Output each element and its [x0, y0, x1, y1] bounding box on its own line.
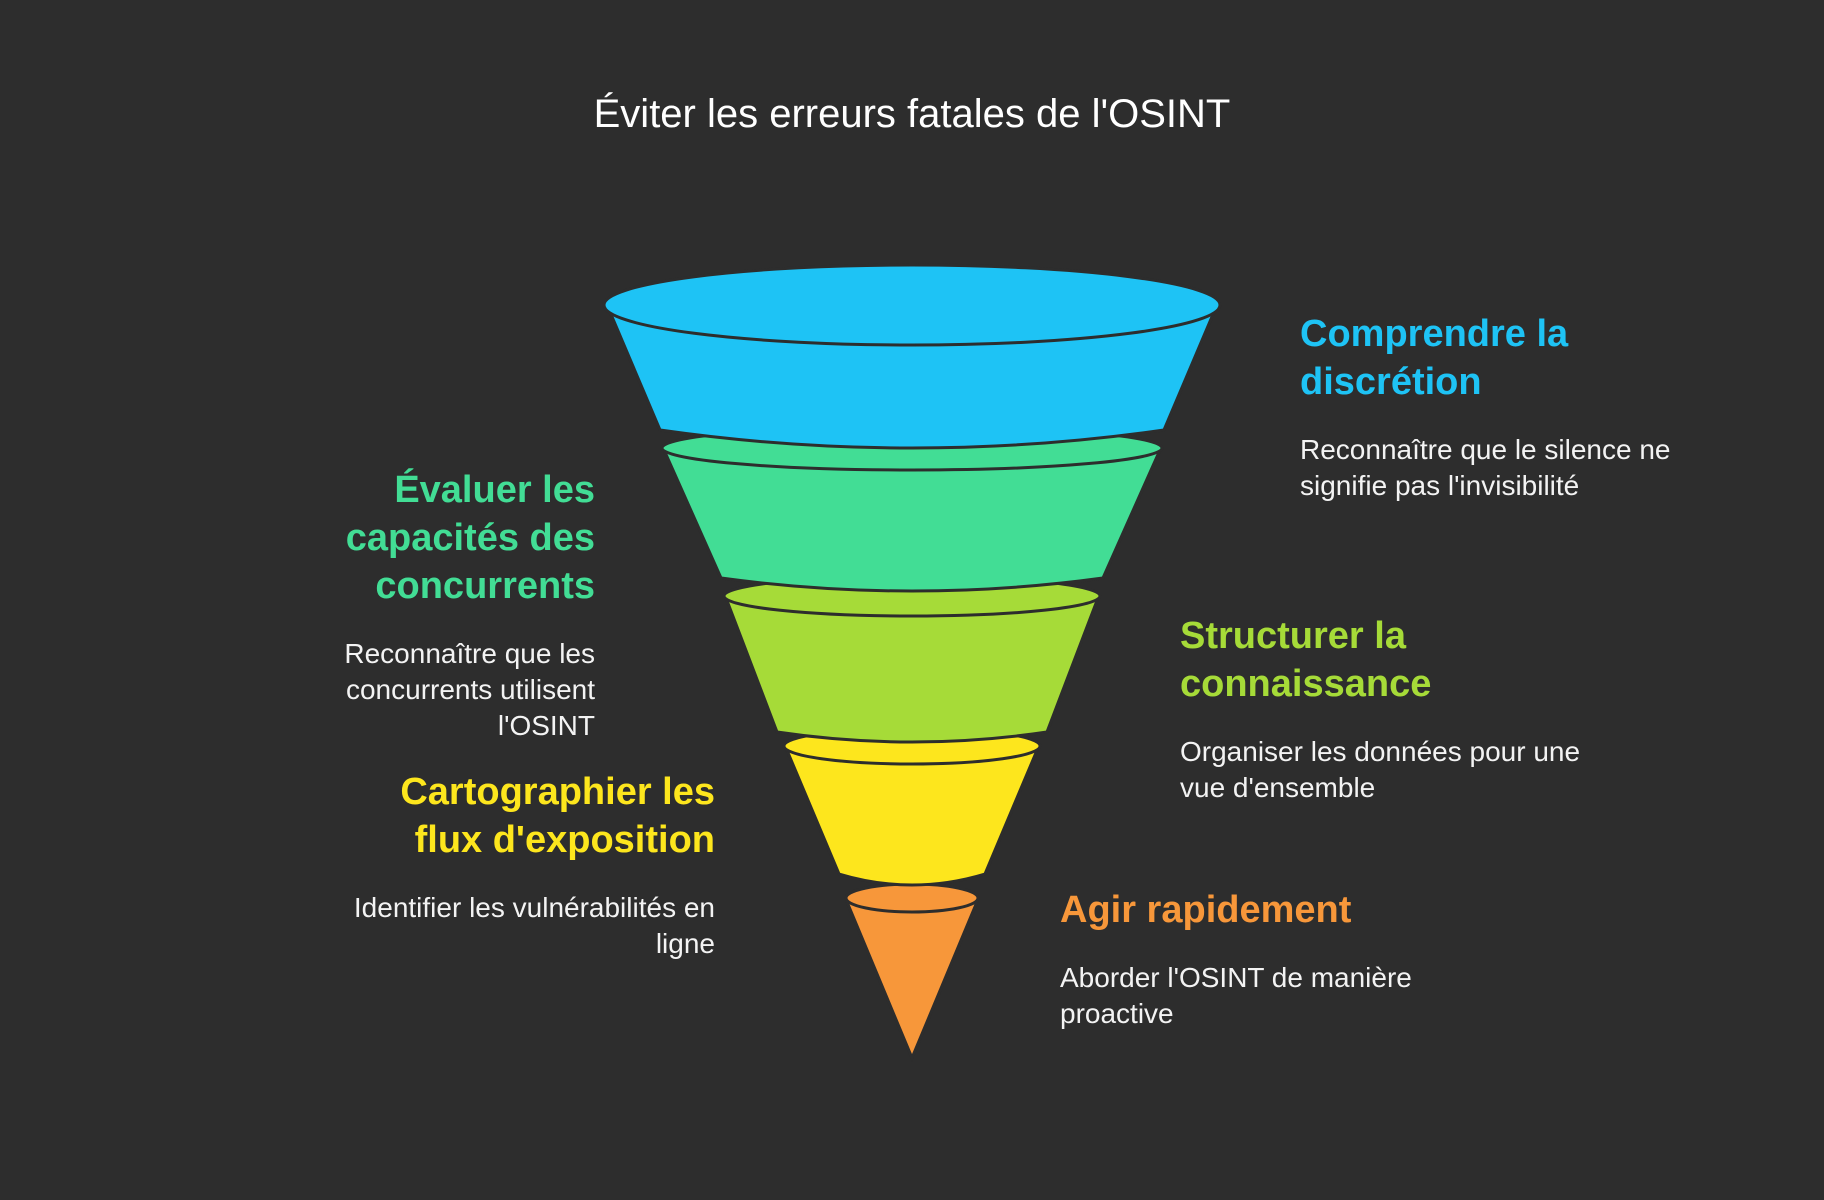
funnel-segment-3	[722, 574, 1102, 744]
stage-1-heading: Comprendre la discrétion	[1300, 313, 1569, 403]
stage-2-heading: Évaluer les capacités des concurrents	[345, 469, 595, 607]
stage-2-text: Évaluer les capacités des concurrents Re…	[245, 466, 595, 744]
stage-3-description: Organiser les données pour une vue d'ens…	[1180, 736, 1581, 803]
funnel-segment-5	[844, 882, 980, 1062]
stage-4-heading: Cartographier les flux d'exposition	[400, 771, 715, 861]
funnel-segment-4	[782, 726, 1042, 887]
stage-1-text: Comprendre la discrétion Reconnaître que…	[1300, 310, 1720, 504]
funnel-segment-1	[602, 263, 1222, 450]
stage-1-description: Reconnaître que le silence ne signifie p…	[1300, 434, 1671, 501]
stage-5-description: Aborder l'OSINT de manière proactive	[1060, 962, 1412, 1029]
stage-5-heading: Agir rapidement	[1060, 889, 1352, 931]
stage-3-text: Structurer la connaissance Organiser les…	[1180, 612, 1600, 806]
stage-4-description: Identifier les vulnérabilités en ligne	[353, 892, 715, 959]
stage-4-text: Cartographier les flux d'exposition Iden…	[330, 768, 715, 962]
stage-2-description: Reconnaître que les concurrents utilisen…	[344, 638, 595, 741]
stage-3-heading: Structurer la connaissance	[1180, 615, 1432, 705]
stage-5-text: Agir rapidement Aborder l'OSINT de maniè…	[1060, 886, 1480, 1032]
funnel-segment-2	[660, 424, 1164, 593]
diagram-title: Éviter les erreurs fatales de l'OSINT	[593, 92, 1231, 136]
